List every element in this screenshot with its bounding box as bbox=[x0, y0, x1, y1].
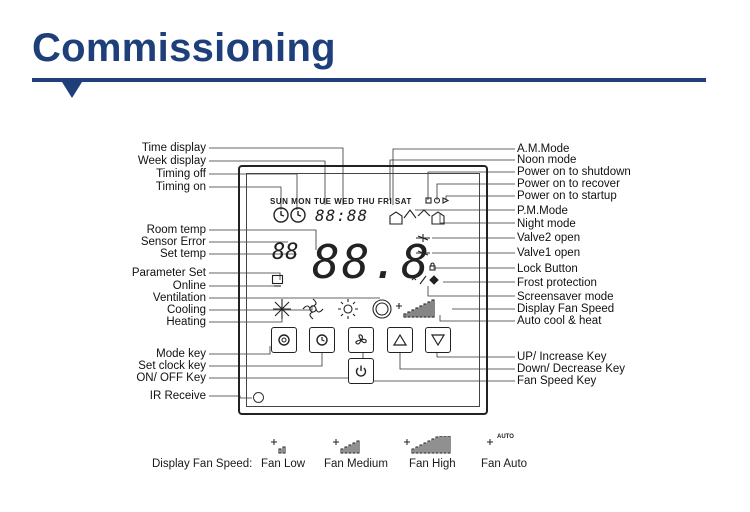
mode-key-button[interactable] bbox=[271, 327, 297, 353]
label-down-key: Down/ Decrease Key bbox=[517, 363, 626, 375]
title-rule bbox=[32, 78, 706, 82]
timing-clocks bbox=[273, 207, 306, 223]
night-mode-icon bbox=[431, 211, 445, 225]
week-display: SUN MON TUE WED THU FRI SAT bbox=[270, 197, 412, 206]
timing-off-icon bbox=[290, 207, 306, 223]
label-power-on-recover: Power on to recover bbox=[517, 178, 620, 190]
label-lock-button: Lock Button bbox=[517, 263, 578, 275]
pm-mode-icon bbox=[417, 209, 431, 217]
up-arrow-icon bbox=[393, 333, 407, 346]
label-night-mode: Night mode bbox=[517, 218, 576, 230]
clock-digits: 88:88 bbox=[315, 206, 369, 225]
label-parameter-set: Parameter Set bbox=[131, 267, 206, 279]
room-temp-digits: 88.8 bbox=[312, 235, 431, 289]
down-decrease-key-button[interactable] bbox=[425, 327, 451, 353]
screensaver-icon bbox=[411, 275, 417, 281]
am-mode-icon bbox=[389, 211, 403, 225]
power-shutdown-icon bbox=[425, 197, 432, 204]
thermostat-screen-frame bbox=[246, 173, 480, 407]
ir-receiver bbox=[253, 392, 264, 403]
valve1-icon bbox=[416, 249, 430, 257]
power-on-off-key-button[interactable] bbox=[348, 358, 374, 384]
label-sensor-error: Sensor Error bbox=[140, 236, 206, 248]
label-screensaver-mode: Screensaver mode bbox=[517, 291, 614, 303]
label-on-off-key: ON/ OFF Key bbox=[136, 372, 206, 384]
label-fan-speed-key: Fan Speed Key bbox=[517, 375, 597, 387]
fan-speed-legend-icons bbox=[271, 436, 493, 454]
label-auto-cool-heat: Auto cool & heat bbox=[517, 315, 602, 327]
label-online: Online bbox=[172, 280, 206, 292]
fan-low-icon bbox=[271, 439, 286, 454]
label-time-display: Time display bbox=[141, 142, 206, 154]
leaf-icon bbox=[419, 275, 427, 285]
clock-icon bbox=[316, 334, 328, 346]
title-rule-marker bbox=[62, 82, 82, 98]
power-recover-icon bbox=[433, 197, 441, 204]
status-icons bbox=[411, 234, 439, 285]
legend-fan-high: Fan High bbox=[409, 458, 456, 470]
label-heating: Heating bbox=[166, 316, 206, 328]
auto-mode-icon bbox=[372, 299, 392, 319]
legend-fan-low: Fan Low bbox=[261, 458, 306, 470]
time-mode-icons bbox=[389, 197, 450, 225]
label-power-on-startup: Power on to startup bbox=[517, 190, 617, 202]
mode-row-icons bbox=[273, 298, 435, 320]
fan-icon bbox=[355, 334, 367, 345]
label-set-clock-key: Set clock key bbox=[138, 360, 206, 372]
label-am-mode: A.M.Mode bbox=[517, 143, 570, 155]
legend-fan-auto: Fan Auto bbox=[481, 458, 528, 470]
ventilation-icon bbox=[338, 299, 358, 319]
label-timing-off: Timing off bbox=[156, 168, 206, 180]
label-room-temp: Room temp bbox=[146, 224, 206, 236]
label-timing-on: Timing on bbox=[155, 181, 206, 193]
fan-auto-tag: AUTO bbox=[497, 434, 514, 440]
label-week-display: Week display bbox=[137, 155, 206, 167]
label-ir-receive: IR Receive bbox=[149, 390, 206, 402]
label-frost-protection: Frost protection bbox=[517, 277, 597, 289]
frost-icon bbox=[429, 275, 439, 285]
fan-speed-display-icon bbox=[396, 299, 435, 318]
label-power-on-shutdown: Power on to shutdown bbox=[517, 166, 631, 178]
label-mode-key: Mode key bbox=[156, 348, 206, 360]
thermostat-panel bbox=[238, 165, 488, 415]
heating-icon bbox=[273, 299, 291, 319]
label-up-key: UP/ Increase Key bbox=[517, 351, 607, 363]
down-arrow-icon bbox=[431, 334, 445, 347]
power-startup-icon bbox=[442, 197, 450, 204]
label-cooling: Cooling bbox=[167, 304, 206, 316]
legend-caption: Display Fan Speed: bbox=[152, 458, 253, 470]
set-clock-key-button[interactable] bbox=[309, 327, 335, 353]
label-ventilation: Ventilation bbox=[152, 292, 206, 304]
label-noon-mode: Noon mode bbox=[517, 154, 577, 166]
valve2-icon bbox=[416, 234, 430, 242]
mode-icon bbox=[278, 334, 290, 346]
legend-fan-medium: Fan Medium bbox=[324, 458, 388, 470]
fan-auto-icon bbox=[487, 439, 493, 445]
fan-high-icon bbox=[404, 436, 451, 454]
power-icon bbox=[355, 365, 367, 377]
fan-speed-key-button[interactable] bbox=[348, 327, 374, 353]
label-valve2-open: Valve2 open bbox=[517, 232, 581, 244]
label-valve1-open: Valve1 open bbox=[517, 247, 581, 259]
page-title: Commissioning bbox=[32, 26, 336, 70]
noon-mode-icon bbox=[403, 209, 417, 219]
fan-medium-icon bbox=[333, 439, 360, 454]
parameter-set-icon bbox=[271, 274, 284, 287]
timing-on-icon bbox=[273, 207, 289, 223]
cooling-icon bbox=[302, 298, 324, 320]
set-temp-digits: 88 bbox=[272, 240, 299, 265]
label-pm-mode: P.M.Mode bbox=[517, 205, 568, 217]
up-increase-key-button[interactable] bbox=[387, 327, 413, 353]
lock-icon bbox=[429, 265, 436, 271]
label-display-fan-speed: Display Fan Speed bbox=[517, 303, 615, 315]
label-set-temp: Set temp bbox=[159, 248, 206, 260]
